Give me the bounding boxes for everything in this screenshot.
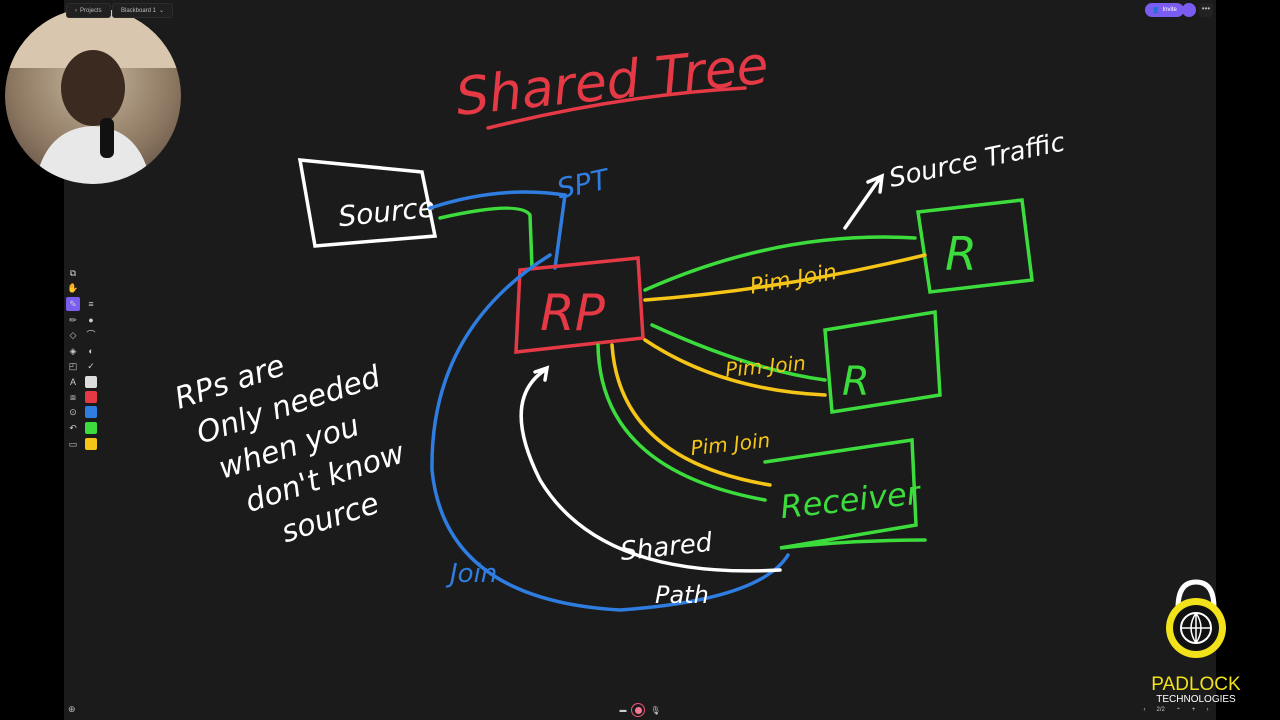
check-icon[interactable]: ✓ (87, 361, 95, 371)
zoom-icon[interactable]: ⊕ (68, 704, 76, 714)
rp-label: RP (540, 284, 606, 342)
path-label: Path (655, 581, 709, 609)
presenter-webcam (5, 8, 181, 184)
board-icon[interactable]: ▭ (68, 439, 78, 449)
frame-icon[interactable]: ⧈ (70, 392, 76, 402)
yellow-to-receiver (610, 343, 772, 487)
yellow-to-r1 (643, 253, 927, 302)
chevron-down-icon: ⌄ (159, 8, 165, 14)
padlock-logo: PADLOCK TECHNOLOGIES (1150, 578, 1242, 705)
fill-icon[interactable]: ◈ (69, 346, 77, 356)
receiver-label: Receiver (778, 474, 923, 527)
title-text: Shared Tree (453, 36, 771, 128)
page-navigator: ‹ 2/2 ⌃ + › (1138, 703, 1214, 717)
title-underline (486, 86, 747, 130)
color-swatch-white[interactable] (85, 376, 97, 388)
more-options-button[interactable]: ••• (1199, 3, 1213, 17)
pim-join-3-label: Pim Join (689, 428, 771, 460)
invite-button[interactable]: 👤Invite (1145, 3, 1184, 17)
chevron-left-icon: ‹ (75, 7, 77, 14)
green-to-r2 (650, 323, 827, 382)
source-traffic-label: Source Traffic (886, 127, 1067, 194)
r1-label: R (945, 227, 977, 281)
eraser-icon[interactable]: ◇ (69, 330, 77, 340)
join-label: Join (445, 559, 497, 589)
join-curve (430, 253, 790, 612)
r1-box (916, 198, 1034, 294)
r2-label: R (842, 359, 870, 405)
pim-join-1-label: Pim Join (748, 260, 839, 300)
spt-line (428, 190, 567, 270)
receiver-box (763, 437, 927, 550)
hand-icon[interactable]: ✋ (67, 283, 79, 293)
chevron-up-icon[interactable]: ⌃ (1175, 707, 1181, 714)
note-text: RPs are Only needed when you don't know … (171, 348, 410, 550)
color-swatch-yellow[interactable] (85, 438, 97, 450)
color-swatch-red[interactable] (85, 391, 97, 403)
user-add-icon: 👤 (1152, 7, 1160, 14)
shared-path-curve (519, 365, 782, 573)
presenter-image (5, 8, 181, 184)
stroke-width-icon[interactable]: ≡ (88, 299, 94, 309)
whiteboard-canvas[interactable] (64, 0, 1216, 720)
highlighter-icon[interactable]: ✎ (66, 297, 80, 311)
target-icon[interactable]: ⊙ (69, 407, 77, 417)
source-to-rp-green (438, 206, 534, 270)
pen-icon[interactable]: ✏ (69, 315, 77, 325)
drawing-toolbar: ⧉ ✋ ✎ ✏ ◇ ◈ ◰ A ⧈ ⊙ ↶ ▭ ≡ ● ⌒ ◐ ✓ (66, 266, 100, 452)
board-title-dropdown[interactable]: Blackboard 1⌄ (112, 3, 174, 18)
shapes-icon[interactable]: ◰ (68, 361, 78, 371)
color-swatch-blue[interactable] (85, 406, 97, 418)
next-page-button[interactable]: › (1206, 707, 1209, 713)
arrow-up (843, 173, 885, 230)
page-indicator: 2/2 (1156, 707, 1165, 713)
green-to-r1 (643, 235, 917, 292)
source-box (297, 158, 438, 248)
add-page-button[interactable]: + (1191, 707, 1196, 713)
back-to-projects-button[interactable]: ‹Projects (66, 3, 111, 18)
select-icon[interactable]: ⧉ (69, 268, 77, 278)
prev-page-button[interactable]: ‹ (1143, 707, 1146, 713)
dot-size-icon[interactable]: ● (88, 315, 94, 325)
undo-icon[interactable]: ↶ (69, 423, 77, 433)
pim-join-2-label: Pim-Join (724, 351, 806, 382)
recording-controls: ▬ 🎙 (617, 702, 663, 718)
camera-icon[interactable]: ▬ (619, 706, 627, 714)
color-swatch-green[interactable] (85, 422, 97, 434)
yellow-to-r2 (643, 338, 827, 397)
microphone-icon[interactable]: 🎙 (650, 705, 661, 715)
record-button[interactable] (631, 703, 646, 717)
rp-box (514, 256, 645, 354)
share-button[interactable] (1182, 3, 1196, 17)
green-to-receiver (596, 343, 767, 502)
curve-icon[interactable]: ⌒ (86, 330, 96, 340)
text-icon[interactable]: A (69, 377, 76, 387)
opacity-icon[interactable]: ◐ (88, 346, 94, 356)
shared-label: Shared (619, 528, 714, 568)
source-label: Source (337, 190, 437, 233)
r2-box (823, 309, 942, 415)
